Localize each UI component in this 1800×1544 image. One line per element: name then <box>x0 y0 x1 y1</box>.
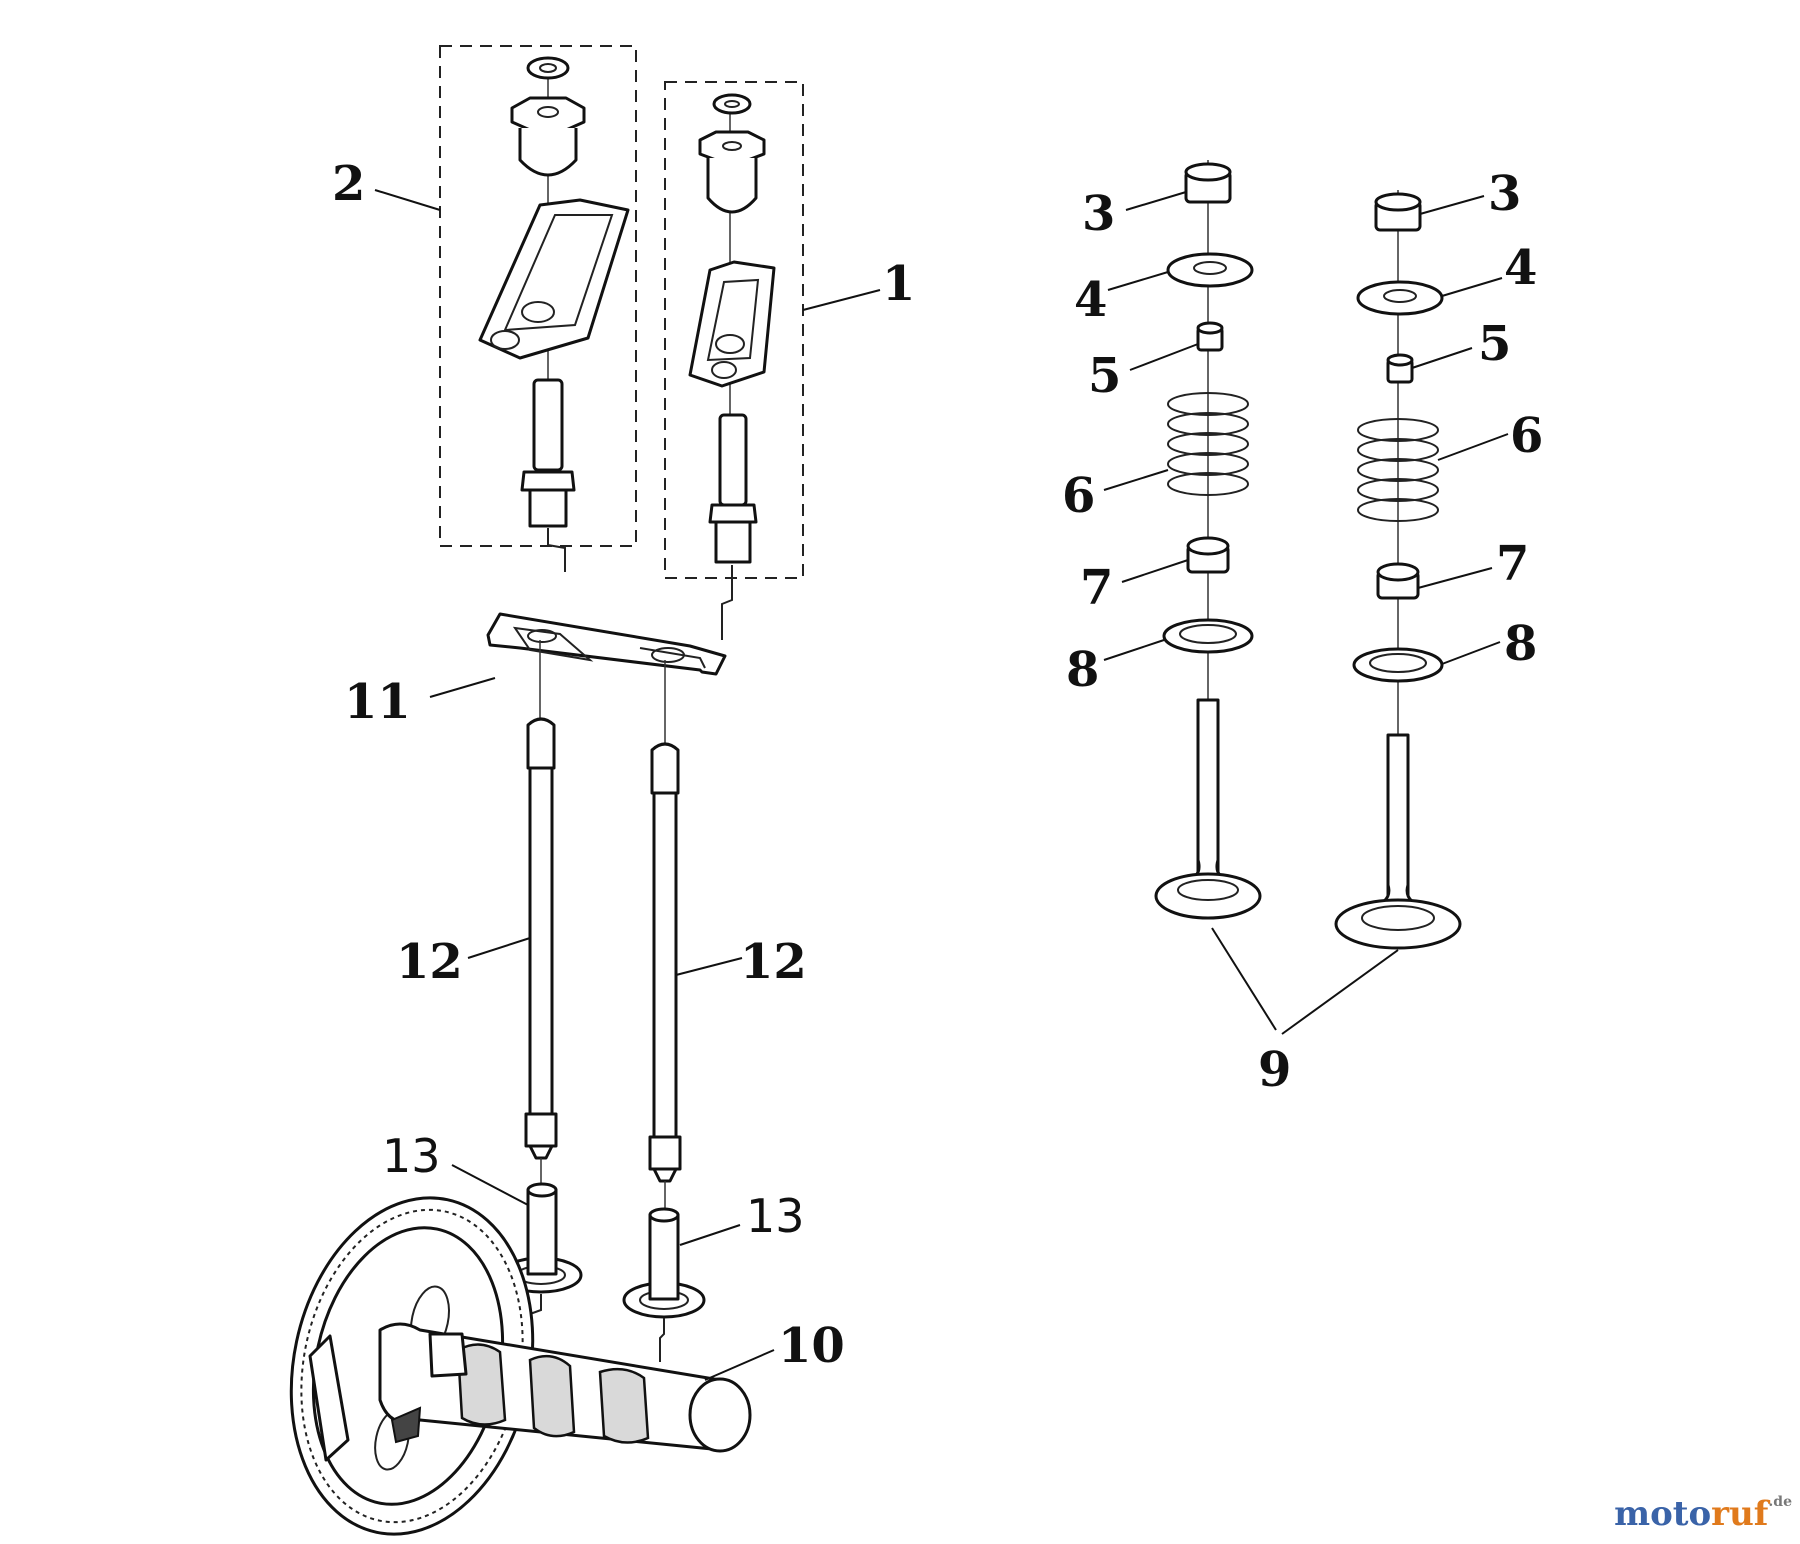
callout-4b: 4 <box>1504 240 1537 296</box>
callout-9: 9 <box>1258 1042 1291 1098</box>
callout-8b: 8 <box>1504 616 1537 672</box>
callout-13b: 13 <box>746 1189 805 1243</box>
watermark-part3: .de <box>1768 1494 1792 1510</box>
valve-cap-a <box>1184 162 1232 204</box>
callout-5b: 5 <box>1478 316 1511 372</box>
valve-stem-seal-b <box>1376 562 1420 600</box>
leader-lines <box>374 189 1509 1381</box>
valve-assembly-left <box>1154 160 1262 920</box>
valve-cotter-b <box>1386 353 1414 384</box>
valve-a <box>1154 698 1262 920</box>
spring-seat-b <box>1352 647 1444 683</box>
tappet-right <box>622 1207 706 1362</box>
push-rod-right <box>648 742 682 1215</box>
callout-7b: 7 <box>1496 536 1529 592</box>
callout-6a: 6 <box>1062 468 1095 524</box>
watermark-part1: moto <box>1614 1494 1712 1534</box>
valve-spring-a <box>1167 392 1249 496</box>
valve-cotter-a <box>1196 321 1224 352</box>
watermark-logo: motoruf.de <box>1614 1494 1792 1534</box>
camshaft <box>378 1322 752 1453</box>
callout-7a: 7 <box>1080 560 1113 616</box>
callout-2: 2 <box>332 156 365 212</box>
valve-spring-b <box>1357 418 1439 522</box>
callout-13a: 13 <box>382 1129 441 1183</box>
push-rod-guide-plate <box>486 612 727 745</box>
spring-seat-a <box>1162 618 1254 654</box>
callout-6b: 6 <box>1510 408 1543 464</box>
callout-3a: 3 <box>1082 186 1115 242</box>
callout-11: 11 <box>344 674 411 730</box>
watermark-part2: ruf <box>1711 1494 1769 1534</box>
spring-retainer-b <box>1356 280 1444 316</box>
callout-3b: 3 <box>1488 166 1521 222</box>
callout-12b: 12 <box>740 934 807 990</box>
valve-stem-seal-a <box>1186 536 1230 574</box>
valve-assembly-right <box>1334 190 1462 950</box>
push-rod-left <box>524 717 558 1190</box>
callout-10: 10 <box>778 1318 845 1374</box>
callout-5a: 5 <box>1088 348 1121 404</box>
spring-retainer-a <box>1166 252 1254 288</box>
valve-cap-b <box>1374 192 1422 232</box>
callouts: 1 2 3 3 4 4 5 5 6 6 7 7 8 8 9 10 11 12 1… <box>332 156 1543 1374</box>
callout-8a: 8 <box>1066 642 1099 698</box>
rocker-assembly-left <box>439 45 637 572</box>
rocker-assembly-right <box>664 81 804 640</box>
callout-1: 1 <box>882 256 915 312</box>
callout-4a: 4 <box>1074 272 1107 328</box>
valve-b <box>1334 733 1462 950</box>
callout-12a: 12 <box>396 934 463 990</box>
